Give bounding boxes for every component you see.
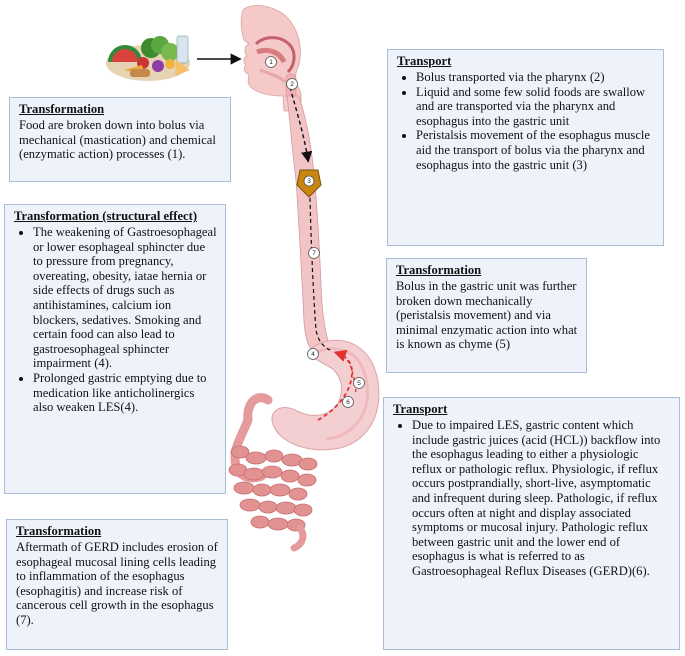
transport-item-3: Peristalsis movement of the esophagus mu… (416, 128, 655, 172)
transformation-text-1: Food are broken down into bolus via mech… (19, 118, 216, 162)
stomach-lining (317, 347, 369, 441)
transformation-box-1: Transformation Food are broken down into… (9, 97, 231, 182)
bolus-path-lower (309, 197, 331, 351)
svg-text:1: 1 (269, 59, 273, 66)
svg-text:6: 6 (346, 399, 350, 406)
structural-effect-box: Transformation (structural effect) The w… (4, 204, 226, 494)
transformation-heading-2: Transformation (396, 263, 482, 277)
svg-text:5: 5 (357, 380, 361, 387)
transport-item-gerd: Due to impaired LES, gastric content whi… (412, 418, 671, 579)
transport-heading-2: Transport (393, 402, 448, 416)
marker-5: 5 (353, 377, 365, 389)
transformation-text-3: Aftermath of GERD includes erosion of es… (16, 540, 218, 627)
transport-list-2: Due to impaired LES, gastric content whi… (393, 418, 671, 579)
transport-box-2: Transport Due to impaired LES, gastric c… (383, 397, 680, 650)
reflux-arrow (317, 349, 353, 421)
svg-text:3: 3 (307, 178, 311, 185)
transport-heading-1: Transport (397, 54, 452, 68)
transport-box-1: Transport Bolus transported via the phar… (387, 49, 664, 246)
svg-text:2: 2 (290, 81, 294, 88)
structural-effect-list: The weakening of Gastroesophageal or low… (14, 225, 217, 415)
transformation-heading-3: Transformation (16, 524, 102, 538)
marker-1: 1 (265, 56, 277, 68)
structural-effect-item-1: The weakening of Gastroesophageal or low… (33, 225, 217, 371)
marker-4: 4 (307, 348, 319, 360)
food-illustration (106, 35, 190, 81)
small-intestine (228, 393, 318, 552)
transformation-text-2: Bolus in the gastric unit was further br… (396, 279, 578, 352)
transport-item-1: Bolus transported via the pharynx (2) (416, 70, 655, 85)
transformation-heading-1: Transformation (19, 102, 105, 116)
marker-3: 3 (303, 175, 315, 187)
svg-text:4: 4 (311, 351, 315, 358)
marker-7: 7 (308, 247, 320, 259)
esophagus (286, 95, 332, 351)
svg-text:7: 7 (312, 250, 316, 257)
transformation-box-2: Transformation Bolus in the gastric unit… (386, 258, 587, 373)
structural-effect-heading: Transformation (structural effect) (14, 209, 198, 223)
transport-item-2: Liquid and some few solid foods are swal… (416, 85, 655, 129)
stomach (271, 339, 380, 451)
gastric-arrow (346, 359, 357, 393)
transformation-box-3: Transformation Aftermath of GERD include… (6, 519, 228, 650)
marker-2: 2 (286, 78, 298, 90)
transport-list-1: Bolus transported via the pharynx (2) Li… (397, 70, 655, 172)
marker-6: 6 (342, 396, 354, 408)
bolus-path-arrow (289, 86, 313, 163)
structural-effect-item-2: Prolonged gastric emptying due to medica… (33, 371, 217, 415)
